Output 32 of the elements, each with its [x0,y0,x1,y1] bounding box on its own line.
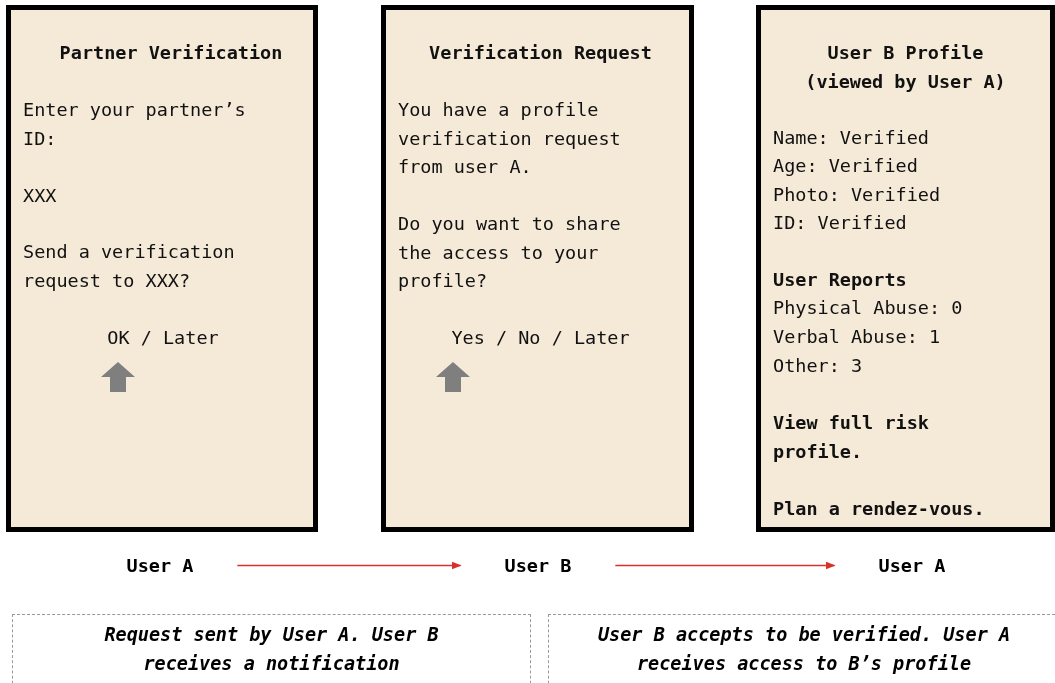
action-link: View full risk profile. [773,411,930,464]
screen-title: User B Profile (viewed by User A) [804,41,1007,94]
prompt-text: Enter your partner’s ID: [23,98,247,151]
note-text: User B accepts to be verified. User A receives access to B’s profile [596,623,1012,676]
prompt-text: Send a verification request to XXX? [23,240,236,293]
screen-title: Partner Verification [58,41,284,65]
status-text: Name: Verified [773,126,930,150]
placeholder-text: XXX [23,184,58,208]
screen-title: Verification Request [428,41,653,65]
button-options: Yes / No / Later [398,324,683,353]
message-text: Do you want to share the access to your profile? [398,212,622,293]
phone-screen [756,5,1055,532]
user-label: User B [460,555,616,576]
user-label: User A [834,555,990,576]
report-count: Other: 3 [773,354,864,378]
user-label: User A [82,555,238,576]
message-text: You have a profile verification request from user A. [398,98,622,179]
note-text: Request sent by User A. User B receives a notification [103,623,440,676]
arrow [614,561,836,570]
note-box [548,614,1055,683]
status-text: Photo: Verified [773,183,942,207]
status-text: ID: Verified [773,211,908,235]
phone-screen [6,5,318,532]
phone-screen [381,5,694,532]
report-count: Verbal Abuse: 1 [773,325,942,349]
button-options: OK / Later [23,324,303,353]
arrow [236,561,462,570]
action-link: Plan a rendez-vous. [773,497,986,521]
note-box [12,614,531,683]
section-heading: User Reports [773,268,908,292]
status-text: Age: Verified [773,154,919,178]
report-count: Physical Abuse: 0 [773,296,964,320]
